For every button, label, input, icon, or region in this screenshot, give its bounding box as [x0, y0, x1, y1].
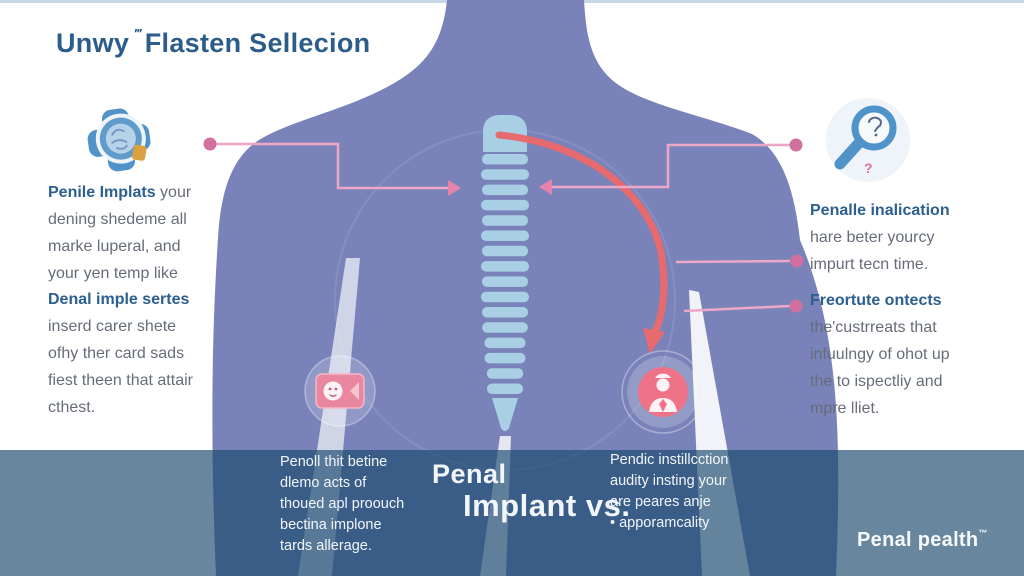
callout-line: your yen temp like — [48, 265, 178, 282]
id-card-icon — [304, 355, 376, 427]
connector-dots — [203, 137, 804, 313]
band-line: Pendic instillcction — [610, 452, 729, 468]
callout-line: ofhy ther card sads — [48, 345, 185, 362]
brand-logo: Penal pealth™ — [857, 528, 988, 552]
left-callout-1: Penile Implats your dening shedeme all m… — [48, 179, 268, 287]
implant-screw — [481, 115, 529, 431]
callout-line: fiest theen that attair — [48, 372, 193, 389]
callout-line: cthest. — [48, 399, 96, 416]
callout-heading: Penalle inalication — [810, 202, 950, 219]
band-line: dlemo acts of — [280, 475, 367, 491]
band-title-line1: Penal — [432, 459, 507, 489]
band-left-text: Penoll thit betine dlemo acts of thoued … — [280, 452, 430, 557]
connector-lines — [216, 142, 791, 313]
band-line: thoued apl proouch — [280, 496, 405, 512]
trademark-mark: ‴ — [135, 26, 142, 41]
right-callout-2: Freortute ontects the'custrreats that in… — [810, 287, 1024, 422]
callout-heading: Freortute ontects — [810, 292, 942, 309]
title-rest: Flasten Sellecion — [144, 28, 371, 58]
callout-line: the to ispectliy and — [810, 373, 943, 390]
connector-arrowheads — [448, 179, 552, 196]
band-right-text: Pendic instillcction audity insting your… — [610, 450, 760, 534]
band-line: bectina implone — [280, 517, 382, 533]
callout-heading-line: Penile Implats your — [48, 179, 268, 206]
callout-heading-suffix: your — [155, 184, 192, 201]
callout-heading: Denal imple sertes — [48, 291, 190, 308]
medical-cross-brain-icon — [87, 108, 151, 172]
callout-line: mpre lliet. — [810, 400, 880, 417]
callout-heading: Penile Implats — [48, 184, 156, 201]
callout-line: inserd carer shete — [48, 318, 177, 335]
band-line: tards allerage. — [280, 538, 372, 554]
band-line: • apporamcality — [610, 515, 710, 531]
callout-line: the'custrreats that — [810, 319, 937, 336]
brand-logo-text: Penal pealth — [857, 529, 979, 551]
red-arc-arrow — [495, 131, 668, 354]
band-line: are peares anje — [610, 494, 711, 510]
page-title: Unwy ‴Flasten Sellecion — [56, 26, 370, 59]
person-badge-icon — [621, 350, 705, 434]
band-line: Penoll thit betine — [280, 454, 388, 470]
band-title-line2: Implant vs. — [463, 488, 631, 523]
right-callout-1: Penalle inalication hare beter yourcy im… — [810, 197, 1024, 278]
callout-line: infuulngy of ohot up — [810, 346, 950, 363]
callout-line: dening shedeme all — [48, 211, 187, 228]
magnifier-question-icon — [826, 98, 910, 182]
callout-line: marke luperal, and — [48, 238, 181, 255]
bottom-band — [0, 450, 1024, 576]
title-word: Unwy — [56, 28, 130, 58]
left-callout-2: Denal imple sertes inserd carer shete of… — [48, 286, 268, 421]
band-line: audity insting your — [610, 473, 727, 489]
callout-line: hare beter yourcy — [810, 229, 935, 246]
brand-logo-mark: ™ — [978, 528, 988, 538]
callout-line: impurt tecn time. — [810, 256, 929, 273]
magnifier-question-glyph: ? — [864, 160, 873, 176]
